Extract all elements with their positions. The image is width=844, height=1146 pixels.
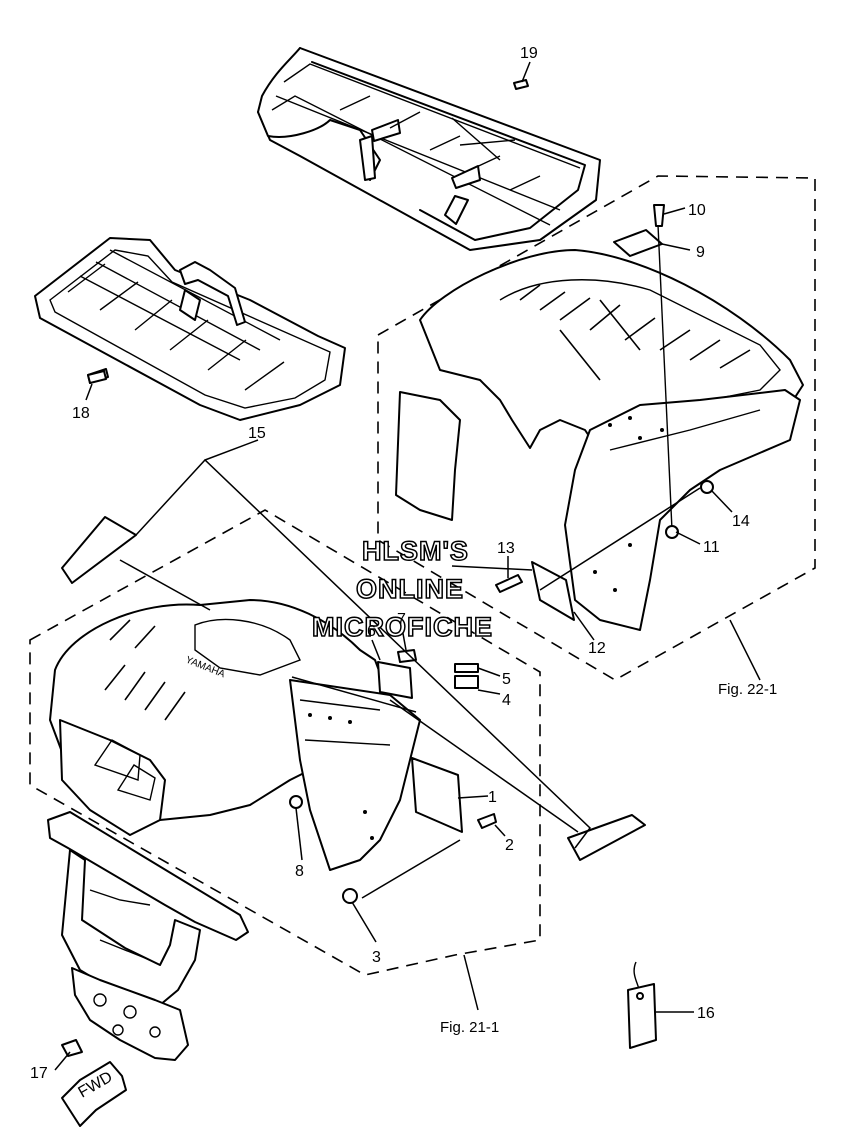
callout-12: 12: [588, 640, 606, 657]
front-fender-assembly-outline: [29, 509, 541, 976]
callout-8: 8: [295, 863, 304, 880]
callout-14: 14: [732, 513, 750, 530]
watermark: HLSM'S ONLINE MICROFICHE: [311, 535, 493, 643]
callout-15: 15: [248, 425, 266, 442]
leader-lines: [54, 61, 761, 1071]
callout-5: 5: [502, 671, 511, 688]
decal-17: [61, 1039, 83, 1057]
callout-1: 1: [488, 789, 497, 806]
watermark-line2: ONLINE: [356, 574, 464, 604]
rear-plate: [613, 229, 663, 257]
fwd-arrow: FWD: [61, 1061, 127, 1127]
front-panel-6: [377, 661, 413, 699]
callout-10: 10: [688, 202, 706, 219]
callout-4: 4: [502, 692, 511, 709]
figure-ref-front: Fig. 21-1: [440, 1019, 499, 1036]
decal-19: [513, 79, 529, 90]
front-decal-5: [454, 663, 479, 673]
callout-3: 3: [372, 949, 381, 966]
decal-15-label: [567, 814, 646, 861]
rear-bolt-13: [495, 574, 523, 593]
rear-fender-assembly-outline: [377, 175, 816, 681]
callout-7: 7: [397, 611, 406, 628]
rear-rod: [657, 224, 673, 531]
rear-fender: [395, 249, 804, 631]
decal-15-triangle: [61, 516, 137, 584]
front-fender: YAMAHA: [49, 599, 421, 871]
callout-9: 9: [696, 244, 705, 261]
callout-16: 16: [697, 1005, 715, 1022]
front-bolt-2: [477, 813, 497, 829]
hang-tag: [627, 961, 657, 1049]
front-bumper: [47, 811, 249, 1061]
callout-17: 17: [30, 1065, 48, 1082]
callout-6: 6: [367, 623, 376, 640]
callouts: 1 2 3 4 5 6 7 8 9 10 11 12 13 14 15 16 1…: [30, 45, 750, 1082]
callout-18: 18: [72, 405, 90, 422]
front-grommet-8: [289, 795, 303, 809]
rear-panel-12: [531, 561, 575, 621]
rear-grommet-14: [700, 480, 714, 494]
front-carrier: [34, 237, 346, 421]
front-panel-1: [411, 757, 463, 833]
figure-ref-rear: Fig. 22-1: [718, 681, 777, 698]
watermark-line3: MICROFICHE: [312, 612, 493, 642]
front-grommet-3: [342, 888, 358, 904]
rear-carrier: [257, 47, 601, 251]
front-decal-4: [454, 675, 479, 689]
callout-11: 11: [703, 539, 720, 556]
front-screw-7: [397, 649, 417, 663]
rear-grommet-11: [665, 525, 679, 539]
callout-13: 13: [497, 540, 515, 557]
callout-2: 2: [505, 837, 514, 854]
rear-screw: [653, 204, 665, 227]
callout-19: 19: [520, 45, 538, 62]
watermark-line1: HLSM'S: [362, 536, 469, 566]
decal-18: [87, 370, 107, 384]
